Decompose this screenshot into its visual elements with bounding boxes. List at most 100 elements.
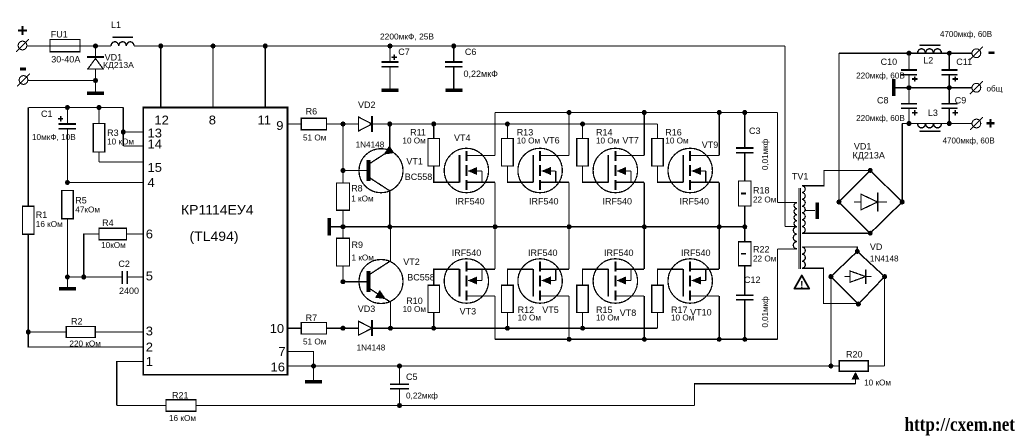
svg-text:220мкф, 60В: 220мкф, 60В [856,114,905,123]
svg-text:2400: 2400 [119,286,139,296]
svg-text:10: 10 [270,321,284,336]
svg-text:IRF540: IRF540 [452,248,482,258]
svg-text:VD1: VD1 [854,142,872,152]
svg-text:10 Ом: 10 Ом [596,137,620,146]
svg-text:TV1: TV1 [792,172,809,182]
svg-text:FU1: FU1 [51,30,68,40]
svg-text:10 Ом: 10 Ом [665,137,689,146]
svg-text:R15: R15 [596,305,613,315]
svg-text:11: 11 [258,113,272,128]
svg-text:C12: C12 [744,275,761,285]
svg-text:47кОм: 47кОм [75,206,100,215]
svg-text:КД213А: КД213А [103,60,134,70]
svg-text:VT3: VT3 [460,307,477,317]
svg-text:5: 5 [146,268,153,283]
svg-text:10 Ом: 10 Ом [518,314,542,323]
svg-text:R21: R21 [172,391,189,401]
svg-text:10 кОм: 10 кОм [107,138,134,147]
svg-text:VT1: VT1 [406,157,423,167]
svg-text:IRF540: IRF540 [528,248,558,258]
svg-text:2200мкФ, 25В: 2200мкФ, 25В [380,32,434,42]
svg-text:C3: C3 [749,126,761,136]
svg-text:C9: C9 [955,96,967,106]
svg-text:15: 15 [148,160,162,175]
svg-text:51 Ом: 51 Ом [303,134,327,143]
svg-text:16: 16 [271,360,285,375]
svg-text:!: ! [800,280,803,291]
svg-text:22 Ом: 22 Ом [753,255,777,264]
svg-text:L1: L1 [111,20,121,30]
svg-text:14: 14 [148,136,162,151]
svg-text:VD1: VD1 [105,53,123,63]
svg-text:10 Ом: 10 Ом [517,137,541,146]
svg-text:R3: R3 [107,128,119,138]
svg-text:C1: C1 [41,109,53,119]
svg-text:C7: C7 [398,47,410,57]
svg-text:10 Ом: 10 Ом [596,314,620,323]
svg-text:220мкф, 60В: 220мкф, 60В [856,72,905,81]
svg-text:10 Ом: 10 Ом [403,305,427,314]
svg-text:R6: R6 [306,107,318,117]
svg-text:1N4148: 1N4148 [357,344,386,353]
svg-text:общ: общ [987,85,1003,94]
svg-text:R2: R2 [71,317,83,327]
svg-text:IRF540: IRF540 [603,197,633,207]
svg-text:8: 8 [209,113,216,128]
svg-text:КР1114ЕУ4: КР1114ЕУ4 [181,202,254,218]
svg-text:22 Ом: 22 Ом [753,196,777,205]
svg-text:R12: R12 [518,305,535,315]
svg-text:220 кОм: 220 кОм [69,339,101,348]
svg-text:0,01мкф: 0,01мкф [761,296,770,328]
svg-text:IRF540: IRF540 [604,248,634,258]
svg-text:IRF540: IRF540 [529,197,559,207]
svg-text:R20: R20 [846,350,863,360]
svg-text:R18: R18 [753,186,770,196]
svg-text:(TL494): (TL494) [190,228,239,244]
svg-text:R14: R14 [596,128,613,138]
svg-text:C8: C8 [877,96,889,106]
svg-text:C2: C2 [118,259,130,269]
svg-text:VD3: VD3 [358,304,376,314]
svg-text:R4: R4 [102,218,114,228]
svg-text:C11: C11 [956,57,972,67]
svg-text:R16: R16 [665,128,682,138]
svg-text:BC558: BC558 [407,273,435,283]
svg-text:VD: VD [870,242,883,252]
svg-text:R22: R22 [753,245,770,255]
svg-text:10кОм: 10кОм [101,241,126,250]
svg-text:BC558: BC558 [405,172,433,182]
svg-text:VT6: VT6 [543,136,560,146]
svg-text:13: 13 [148,126,162,141]
svg-text:VD2: VD2 [358,100,376,110]
svg-text:2: 2 [146,339,153,354]
svg-text:9: 9 [276,118,283,133]
svg-text:R17: R17 [671,305,688,315]
svg-text:VT2: VT2 [403,257,420,267]
svg-text:10 Ом: 10 Ом [671,314,695,323]
svg-text:10 Ом: 10 Ом [402,137,426,146]
svg-text:10 кОм: 10 кОм [864,379,891,388]
svg-text:C6: C6 [465,47,477,57]
svg-text:16 кОм: 16 кОм [169,414,196,423]
svg-text:1N4148: 1N4148 [870,255,899,264]
svg-text:0,01мкф: 0,01мкф [761,138,770,170]
svg-text:R1: R1 [36,210,48,220]
svg-text:6: 6 [146,227,153,242]
svg-text:1: 1 [146,354,153,369]
svg-text:R8: R8 [351,184,363,194]
svg-text:IRF540: IRF540 [680,197,710,207]
svg-text:VT10: VT10 [690,308,712,318]
svg-text:51 Ом: 51 Ом [303,338,327,347]
svg-text:1 кОм: 1 кОм [352,254,375,263]
svg-text:0,22мкФ: 0,22мкФ [464,69,499,79]
svg-text:L3: L3 [928,108,938,118]
svg-text:http://cxem.net: http://cxem.net [905,415,1016,436]
svg-text:R10: R10 [406,296,423,306]
svg-text:R7: R7 [306,313,318,323]
svg-text:R13: R13 [517,128,534,138]
svg-text:VT7: VT7 [622,136,639,146]
svg-text:VT9: VT9 [702,140,719,150]
svg-text:7: 7 [278,344,285,359]
svg-text:1N4148: 1N4148 [356,141,385,150]
svg-text:30-40A: 30-40A [51,55,80,65]
